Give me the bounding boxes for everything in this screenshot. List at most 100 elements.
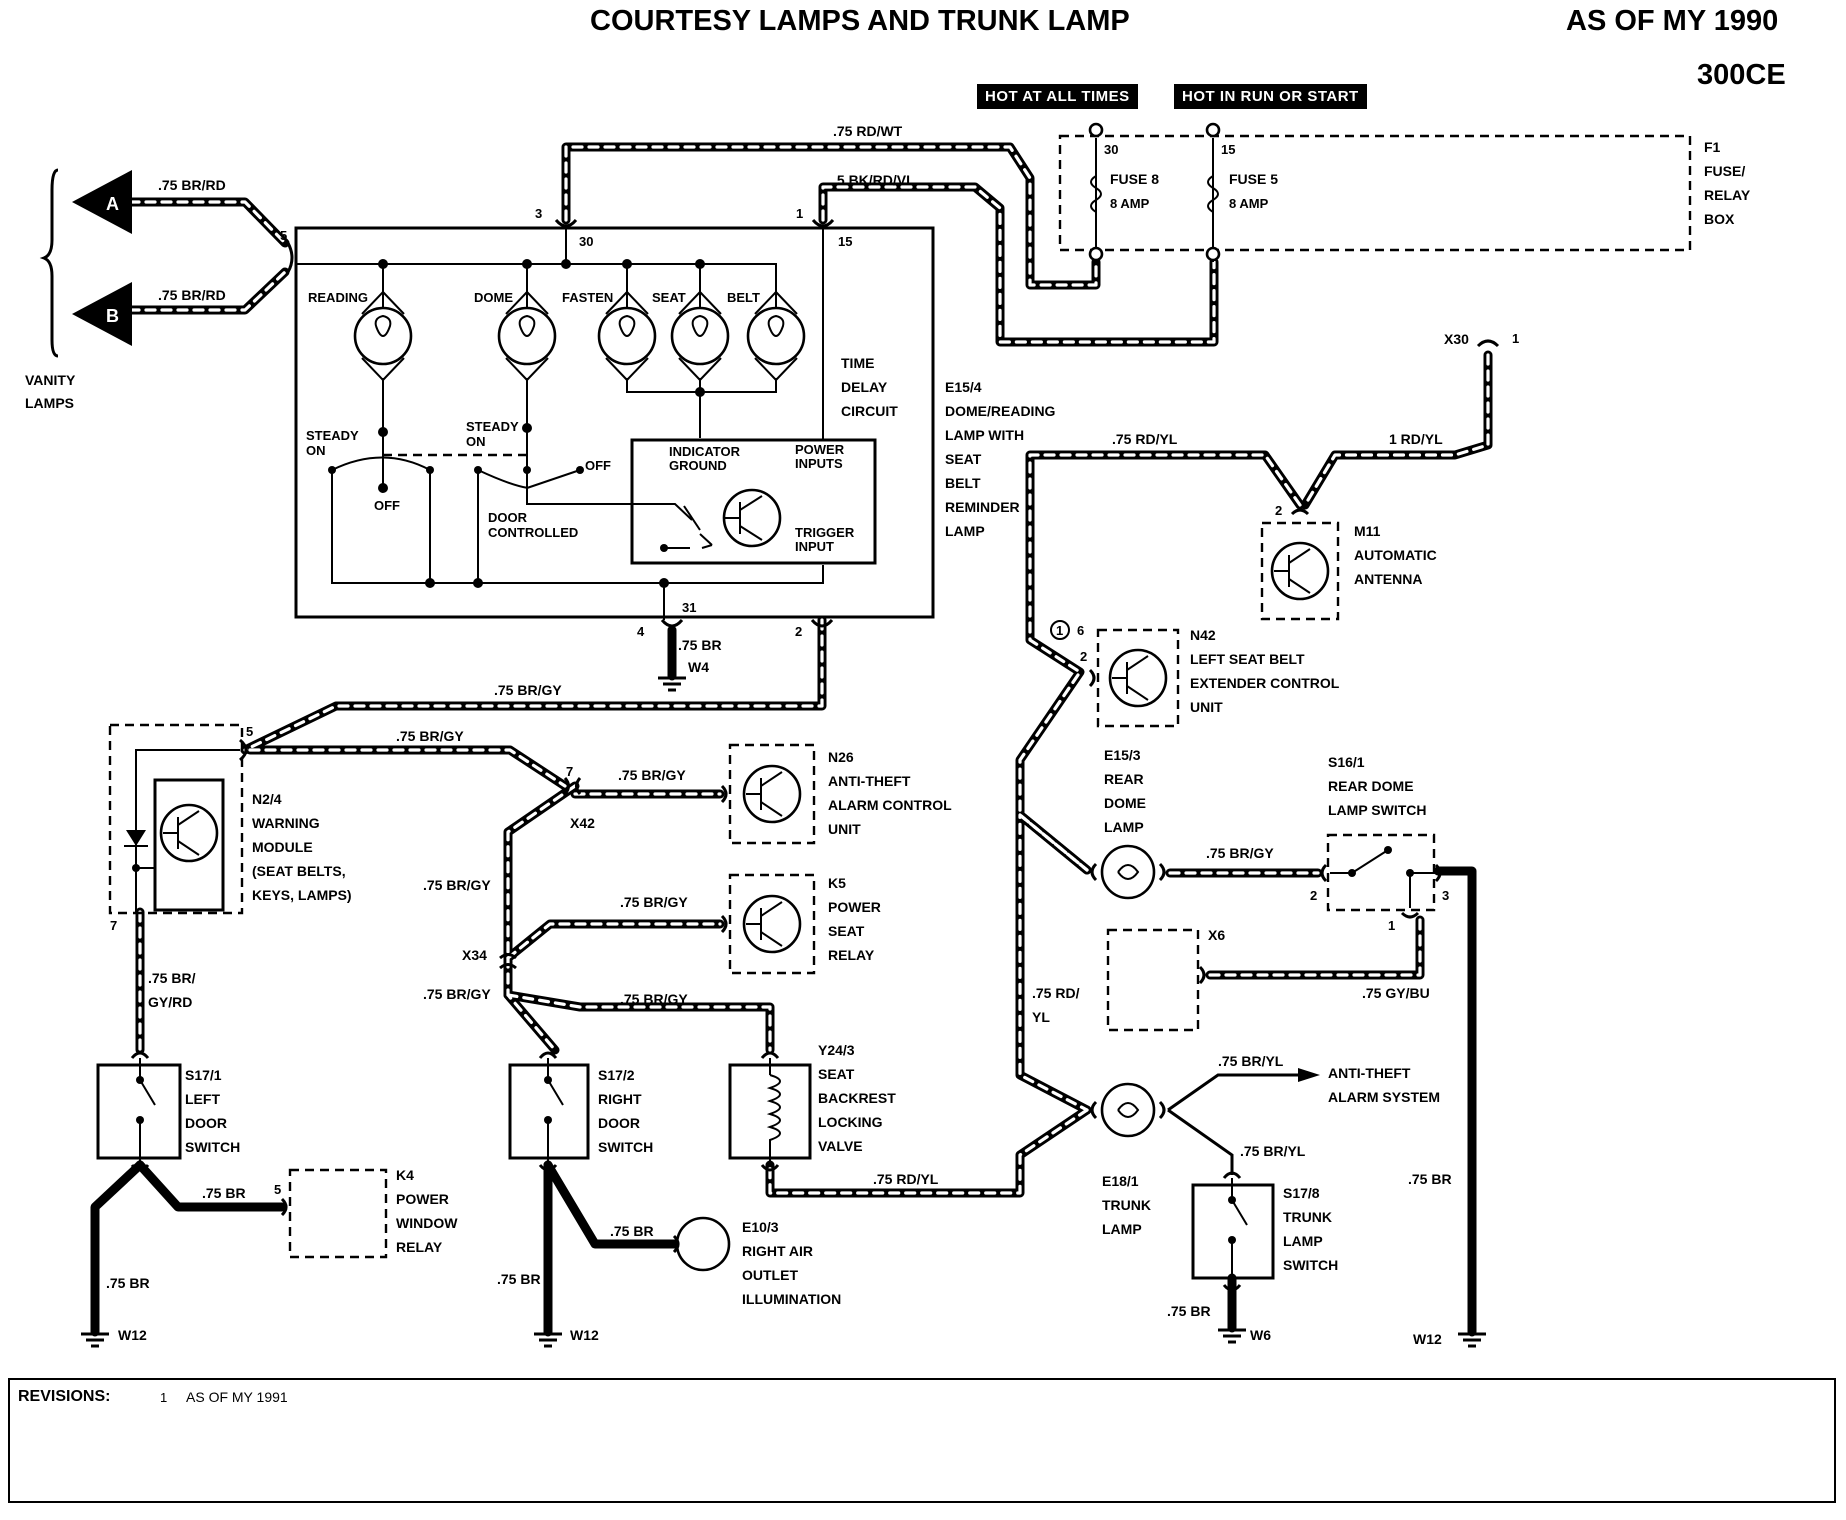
- wire-anti-theft: [1167, 1073, 1298, 1112]
- n42-revision: 1: [1056, 623, 1063, 638]
- striped-wire: [1300, 350, 1493, 510]
- striped-wire: [1015, 810, 1092, 1115]
- svg-text:ANTENNA: ANTENNA: [1354, 571, 1422, 587]
- ground-w12-a: W12: [118, 1327, 147, 1343]
- striped-wire-core: [506, 993, 772, 1052]
- svg-text:SEAT: SEAT: [818, 1066, 855, 1082]
- label-seat: SEAT: [652, 290, 686, 305]
- svg-text:LAMP SWITCH: LAMP SWITCH: [1328, 802, 1427, 818]
- k5-power-seat-relay: [720, 873, 816, 975]
- wire-k4: [135, 1160, 287, 1212]
- svg-text:E10/3: E10/3: [742, 1219, 779, 1235]
- svg-text:RELAY: RELAY: [396, 1239, 443, 1255]
- svg-text:E15/4: E15/4: [945, 379, 982, 395]
- y24-3-seat-backrest-valve: [728, 1051, 812, 1172]
- vanity-pin: 5: [280, 228, 287, 243]
- svg-text:RELAY: RELAY: [828, 947, 875, 963]
- svg-text:POWER: POWER: [828, 899, 881, 915]
- svg-text:FUSE/: FUSE/: [1704, 163, 1745, 179]
- m11-label: M11 AUTOMATIC ANTENNA: [1354, 523, 1437, 587]
- svg-text:UNIT: UNIT: [828, 821, 861, 837]
- striped-wire-core: [1208, 918, 1422, 977]
- label-reading: READING: [308, 290, 368, 305]
- svg-text:LAMP: LAMP: [945, 523, 985, 539]
- striped-wire: [125, 197, 290, 248]
- time-delay-label: TIME DELAY CIRCUIT: [841, 355, 898, 419]
- svg-text:M11: M11: [1354, 523, 1381, 539]
- striped-wire-core: [1303, 353, 1490, 507]
- n24-pin-5: 5: [246, 724, 253, 739]
- striped-wire-core: [564, 145, 1098, 287]
- fuse-8-icon: [1090, 175, 1102, 213]
- revisions-box: REVISIONS: 1 AS OF MY 1991: [8, 1378, 1836, 1503]
- striped-wire-core: [506, 922, 722, 960]
- label-steady-on-2: STEADY: [466, 419, 519, 434]
- fuse-pin-30: 30: [1104, 142, 1118, 157]
- svg-text:LOCKING: LOCKING: [818, 1114, 883, 1130]
- n26-anti-theft-unit: [720, 743, 816, 845]
- svg-text:TIME: TIME: [841, 355, 874, 371]
- revisions-label: REVISIONS:: [18, 1388, 111, 1405]
- svg-text:ILLUMINATION: ILLUMINATION: [742, 1291, 841, 1307]
- ground-w12-b-icon: [534, 1332, 562, 1348]
- ground-w12-a-icon: [81, 1332, 109, 1348]
- diagram-title: COURTESY LAMPS AND TRUNK LAMP: [590, 5, 1130, 37]
- svg-text:DOME: DOME: [1104, 795, 1146, 811]
- s17-8-label: S17/8 TRUNK LAMP SWITCH: [1283, 1185, 1338, 1273]
- striped-wire-core: [1018, 813, 1089, 1112]
- s17-1-left-door-switch: [96, 1051, 182, 1172]
- label-fasten: FASTEN: [562, 290, 613, 305]
- svg-text:RIGHT AIR: RIGHT AIR: [742, 1243, 813, 1259]
- striped-wire: [245, 745, 570, 791]
- svg-text:TRUNK: TRUNK: [1283, 1209, 1332, 1225]
- label-steady-on-2b: ON: [466, 434, 486, 449]
- striped-wire: [818, 182, 1219, 347]
- svg-text:EXTENDER CONTROL: EXTENDER CONTROL: [1190, 675, 1340, 691]
- ground-w4: W4: [688, 659, 709, 675]
- s161-pin-3: 3: [1442, 888, 1449, 903]
- connector-x34: [499, 953, 517, 970]
- wire-label-br-gy-rear: .75 BR/GY: [1206, 845, 1274, 861]
- label-power-inputs: POWER: [795, 442, 845, 457]
- vanity-lamp-a: A: [106, 194, 119, 214]
- striped-wires: [125, 142, 1493, 1198]
- ground-w6-icon: [1218, 1328, 1246, 1344]
- striped-wire-core: [248, 748, 567, 788]
- wire-label-br-yl-2: .75 BR/YL: [1240, 1143, 1306, 1159]
- e18-1-trunk-lamp: [1090, 1082, 1166, 1138]
- revisions-text: AS OF MY 1991: [186, 1389, 288, 1405]
- fuse-box-label: F1 FUSE/ RELAY BOX: [1704, 139, 1751, 227]
- vanity-lamp-b: B: [106, 306, 119, 326]
- e15-4-label: E15/4 DOME/READING LAMP WITH SEAT BELT R…: [945, 379, 1056, 539]
- wire-label-rd-yl-top: .75 RD/YL: [1112, 431, 1178, 447]
- svg-text:REMINDER: REMINDER: [945, 499, 1020, 515]
- k4-power-window-relay: [280, 1168, 388, 1259]
- x30-pin: 1: [1512, 331, 1519, 346]
- svg-text:LEFT: LEFT: [185, 1091, 220, 1107]
- fuse-relay-box: [1058, 122, 1692, 262]
- label-steady-on-1: STEADY: [306, 428, 359, 443]
- striped-wire-core: [128, 200, 287, 245]
- k4-label: K4 POWER WINDOW RELAY: [396, 1167, 458, 1255]
- striped-wire-core: [243, 618, 824, 752]
- wire-label-br-rd-a: .75 BR/RD: [158, 177, 226, 193]
- svg-text:F1: F1: [1704, 139, 1721, 155]
- svg-text:SEAT: SEAT: [828, 923, 865, 939]
- wire-trunk-switch: [1167, 1108, 1234, 1175]
- label-power-inputs-2: INPUTS: [795, 456, 843, 471]
- e154-pin-31: 31: [682, 600, 696, 615]
- svg-text:Y24/3: Y24/3: [818, 1042, 855, 1058]
- reading-lamp-icon: [353, 290, 413, 382]
- svg-text:LAMP WITH: LAMP WITH: [945, 427, 1024, 443]
- m11-automatic-antenna: [1260, 508, 1340, 621]
- wire-label-bk-rd-vi: .5 BK/RD/VI: [833, 172, 910, 188]
- svg-text:RIGHT: RIGHT: [598, 1091, 642, 1107]
- svg-text:N2/4: N2/4: [252, 791, 282, 807]
- svg-text:MODULE: MODULE: [252, 839, 313, 855]
- svg-text:SWITCH: SWITCH: [1283, 1257, 1338, 1273]
- striped-wire-core: [128, 270, 287, 312]
- striped-wire-core: [506, 784, 577, 960]
- transistor-icon: [722, 488, 782, 548]
- svg-text:UNIT: UNIT: [1190, 699, 1223, 715]
- wire-label-rd-wt: .75 RD/WT: [833, 123, 903, 139]
